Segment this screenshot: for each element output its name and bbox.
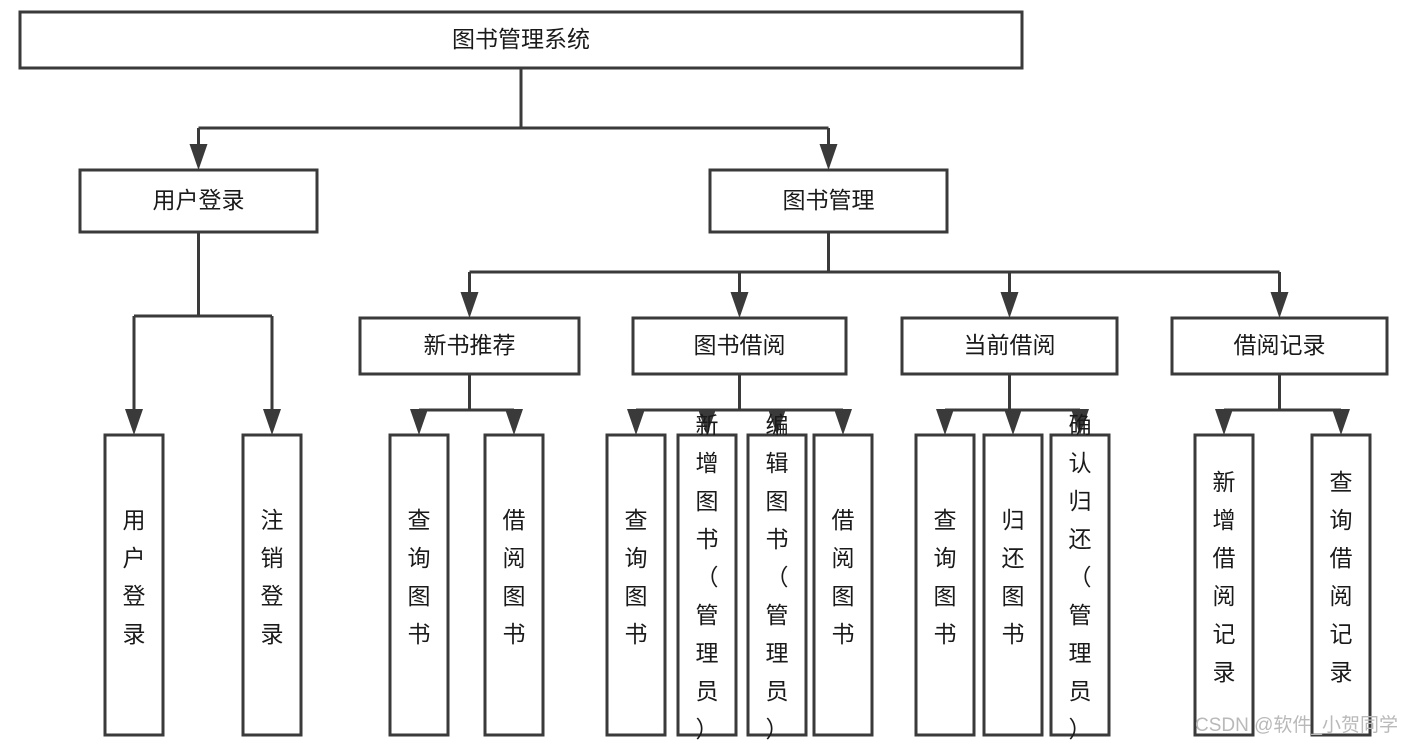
node-leaf-query-book-1[interactable]: 查询图书 bbox=[388, 433, 450, 737]
arrow-head-icon bbox=[1004, 409, 1022, 435]
node-leaf-query-book-3-label: 查询图书 bbox=[934, 507, 957, 647]
node-new-book-rec[interactable]: 新书推荐 bbox=[358, 316, 581, 376]
node-leaf-user-login[interactable]: 用户登录 bbox=[103, 433, 165, 737]
node-borrow-record[interactable]: 借阅记录 bbox=[1170, 316, 1389, 376]
node-leaf-add-book[interactable]: 新增图书（管理员） bbox=[676, 412, 738, 742]
arrow-head-icon bbox=[410, 409, 428, 435]
node-leaf-borrow-book-1[interactable]: 借阅图书 bbox=[483, 433, 545, 737]
node-book-manage[interactable]: 图书管理 bbox=[708, 168, 949, 234]
node-current-borrow-label: 当前借阅 bbox=[964, 332, 1056, 358]
nodes-layer: 图书管理系统用户登录图书管理新书推荐图书借阅当前借阅借阅记录用户登录注销登录查询… bbox=[18, 10, 1389, 742]
node-borrow-record-box bbox=[1170, 316, 1389, 376]
node-leaf-return-book[interactable]: 归还图书 bbox=[982, 433, 1044, 737]
node-root-system-box bbox=[18, 10, 1024, 70]
node-book-borrow-label: 图书借阅 bbox=[694, 332, 786, 358]
node-user-login-label: 用户登录 bbox=[153, 187, 245, 213]
node-leaf-add-record-box bbox=[1193, 433, 1255, 737]
arrow-head-icon bbox=[460, 292, 479, 318]
arrow-head-icon bbox=[936, 409, 954, 435]
node-leaf-user-login-box bbox=[103, 433, 165, 737]
node-leaf-borrow-book-2[interactable]: 借阅图书 bbox=[812, 433, 874, 737]
node-leaf-query-record[interactable]: 查询借阅记录 bbox=[1310, 433, 1372, 737]
node-new-book-rec-box bbox=[358, 316, 581, 376]
node-leaf-user-login-label: 用户登录 bbox=[123, 507, 146, 647]
arrow-head-icon bbox=[1000, 292, 1019, 318]
node-leaf-borrow-book-2-label: 借阅图书 bbox=[832, 507, 855, 647]
node-current-borrow[interactable]: 当前借阅 bbox=[900, 316, 1119, 376]
arrow-head-icon bbox=[834, 409, 852, 435]
node-leaf-user-logout-label: 注销登录 bbox=[261, 507, 284, 647]
node-leaf-confirm-return[interactable]: 确认归还（管理员） bbox=[1049, 412, 1111, 742]
node-leaf-query-record-label: 查询借阅记录 bbox=[1330, 469, 1353, 685]
arrow-head-icon bbox=[1270, 292, 1289, 318]
node-leaf-borrow-book-1-label: 借阅图书 bbox=[503, 507, 526, 647]
arrow-head-icon bbox=[263, 409, 281, 435]
node-leaf-borrow-book-2-box bbox=[812, 433, 874, 737]
arrow-head-icon bbox=[768, 409, 786, 435]
node-leaf-query-book-3[interactable]: 查询图书 bbox=[914, 433, 976, 737]
node-leaf-add-book-label: 新增图书（管理员） bbox=[696, 412, 719, 742]
arrow-head-icon bbox=[125, 409, 143, 435]
node-current-borrow-box bbox=[900, 316, 1119, 376]
node-leaf-add-record-label: 新增借阅记录 bbox=[1213, 469, 1236, 685]
node-leaf-add-record[interactable]: 新增借阅记录 bbox=[1193, 433, 1255, 737]
node-leaf-confirm-return-box bbox=[1049, 433, 1111, 737]
arrow-head-icon bbox=[1071, 409, 1089, 435]
node-leaf-query-book-2[interactable]: 查询图书 bbox=[605, 433, 667, 737]
node-leaf-return-book-box bbox=[982, 433, 1044, 737]
arrow-head-icon bbox=[1332, 409, 1350, 435]
node-new-book-rec-label: 新书推荐 bbox=[424, 332, 516, 358]
node-leaf-user-logout[interactable]: 注销登录 bbox=[241, 433, 303, 737]
node-leaf-add-book-box bbox=[676, 433, 738, 737]
node-leaf-return-book-label: 归还图书 bbox=[1002, 507, 1025, 647]
node-borrow-record-label: 借阅记录 bbox=[1234, 332, 1326, 358]
node-user-login-box bbox=[78, 168, 319, 234]
arrow-head-icon bbox=[189, 144, 208, 170]
arrow-head-icon bbox=[819, 144, 838, 170]
node-book-manage-box bbox=[708, 168, 949, 234]
node-leaf-query-book-2-box bbox=[605, 433, 667, 737]
node-leaf-edit-book[interactable]: 编辑图书（管理员） bbox=[746, 412, 808, 742]
node-root-system-label: 图书管理系统 bbox=[452, 26, 590, 52]
node-user-login[interactable]: 用户登录 bbox=[78, 168, 319, 234]
arrow-head-icon bbox=[730, 292, 749, 318]
csdn-watermark: CSDN @软件_小贺同学 bbox=[1195, 714, 1398, 736]
node-leaf-query-record-box bbox=[1310, 433, 1372, 737]
node-leaf-edit-book-box bbox=[746, 433, 808, 737]
node-leaf-query-book-2-label: 查询图书 bbox=[625, 507, 648, 647]
connectors-layer bbox=[125, 68, 1350, 435]
arrow-head-icon bbox=[698, 409, 716, 435]
node-leaf-confirm-return-label: 确认归还（管理员） bbox=[1069, 412, 1092, 742]
node-root-system[interactable]: 图书管理系统 bbox=[18, 10, 1024, 70]
node-leaf-edit-book-label: 编辑图书（管理员） bbox=[766, 412, 789, 742]
arrow-head-icon bbox=[627, 409, 645, 435]
node-book-manage-label: 图书管理 bbox=[783, 187, 875, 213]
node-book-borrow[interactable]: 图书借阅 bbox=[631, 316, 848, 376]
node-leaf-user-logout-box bbox=[241, 433, 303, 737]
arrow-head-icon bbox=[1215, 409, 1233, 435]
node-book-borrow-box bbox=[631, 316, 848, 376]
node-leaf-query-book-1-label: 查询图书 bbox=[408, 507, 431, 647]
node-leaf-query-book-3-box bbox=[914, 433, 976, 737]
node-leaf-borrow-book-1-box bbox=[483, 433, 545, 737]
arrow-head-icon bbox=[505, 409, 523, 435]
node-leaf-query-book-1-box bbox=[388, 433, 450, 737]
